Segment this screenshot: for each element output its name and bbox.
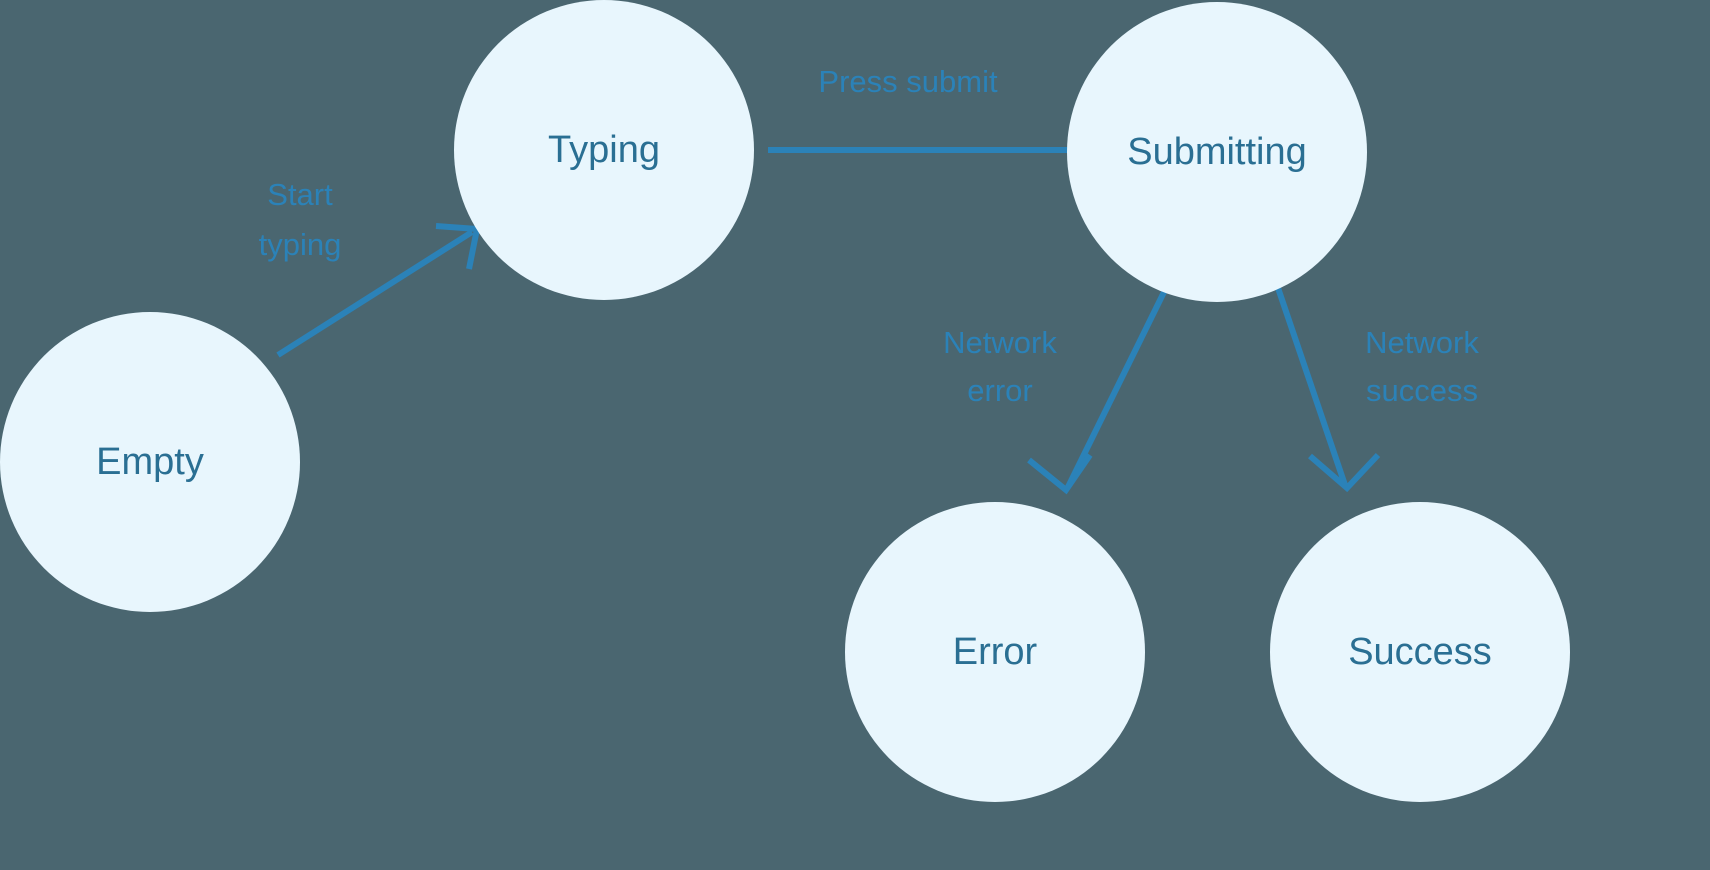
node-submitting-label: Submitting [1127, 131, 1307, 173]
edge-submitting-to-error-line [1065, 288, 1168, 489]
edge-submitting-to-success-line [1274, 284, 1348, 486]
node-empty-circle[interactable] [0, 312, 300, 612]
node-submitting[interactable]: Submitting [1067, 2, 1367, 302]
edge-label-network-error-line2: error [967, 373, 1032, 408]
edge-label-start-typing-line1: Start [267, 177, 333, 212]
node-typing[interactable]: Typing [454, 0, 754, 300]
edge-label-network-success-line2: success [1366, 373, 1478, 408]
node-empty[interactable]: Empty [0, 312, 300, 612]
edge-submitting-to-success [1274, 284, 1381, 493]
node-typing-circle[interactable] [454, 0, 754, 300]
edge-label-submitting-to-success: Network success [1365, 325, 1479, 408]
node-error-label: Error [953, 631, 1038, 673]
edge-label-submitting-to-error: Network error [943, 325, 1057, 408]
node-submitting-circle[interactable] [1067, 2, 1367, 302]
edge-label-start-typing-line2: typing [259, 227, 342, 262]
edge-submitting-to-error-arrowhead [1027, 453, 1093, 495]
edge-label-network-success-line1: Network [1365, 325, 1479, 360]
node-error-circle[interactable] [845, 502, 1145, 802]
edge-label-typing-to-submitting: Press submit [818, 64, 998, 99]
edge-empty-to-typing-line [276, 229, 474, 358]
edge-submitting-to-success-arrowhead [1308, 452, 1381, 493]
node-error[interactable]: Error [845, 502, 1145, 802]
node-success-label: Success [1348, 631, 1492, 673]
node-empty-label: Empty [96, 441, 204, 483]
edge-label-press-submit-line1: Press submit [818, 64, 998, 99]
edge-label-empty-to-typing: Start typing [259, 177, 342, 262]
node-typing-label: Typing [548, 129, 660, 171]
edge-label-network-error-line1: Network [943, 325, 1057, 360]
edge-submitting-to-error [1027, 288, 1168, 495]
node-success-circle[interactable] [1270, 502, 1570, 802]
node-success[interactable]: Success [1270, 502, 1570, 802]
